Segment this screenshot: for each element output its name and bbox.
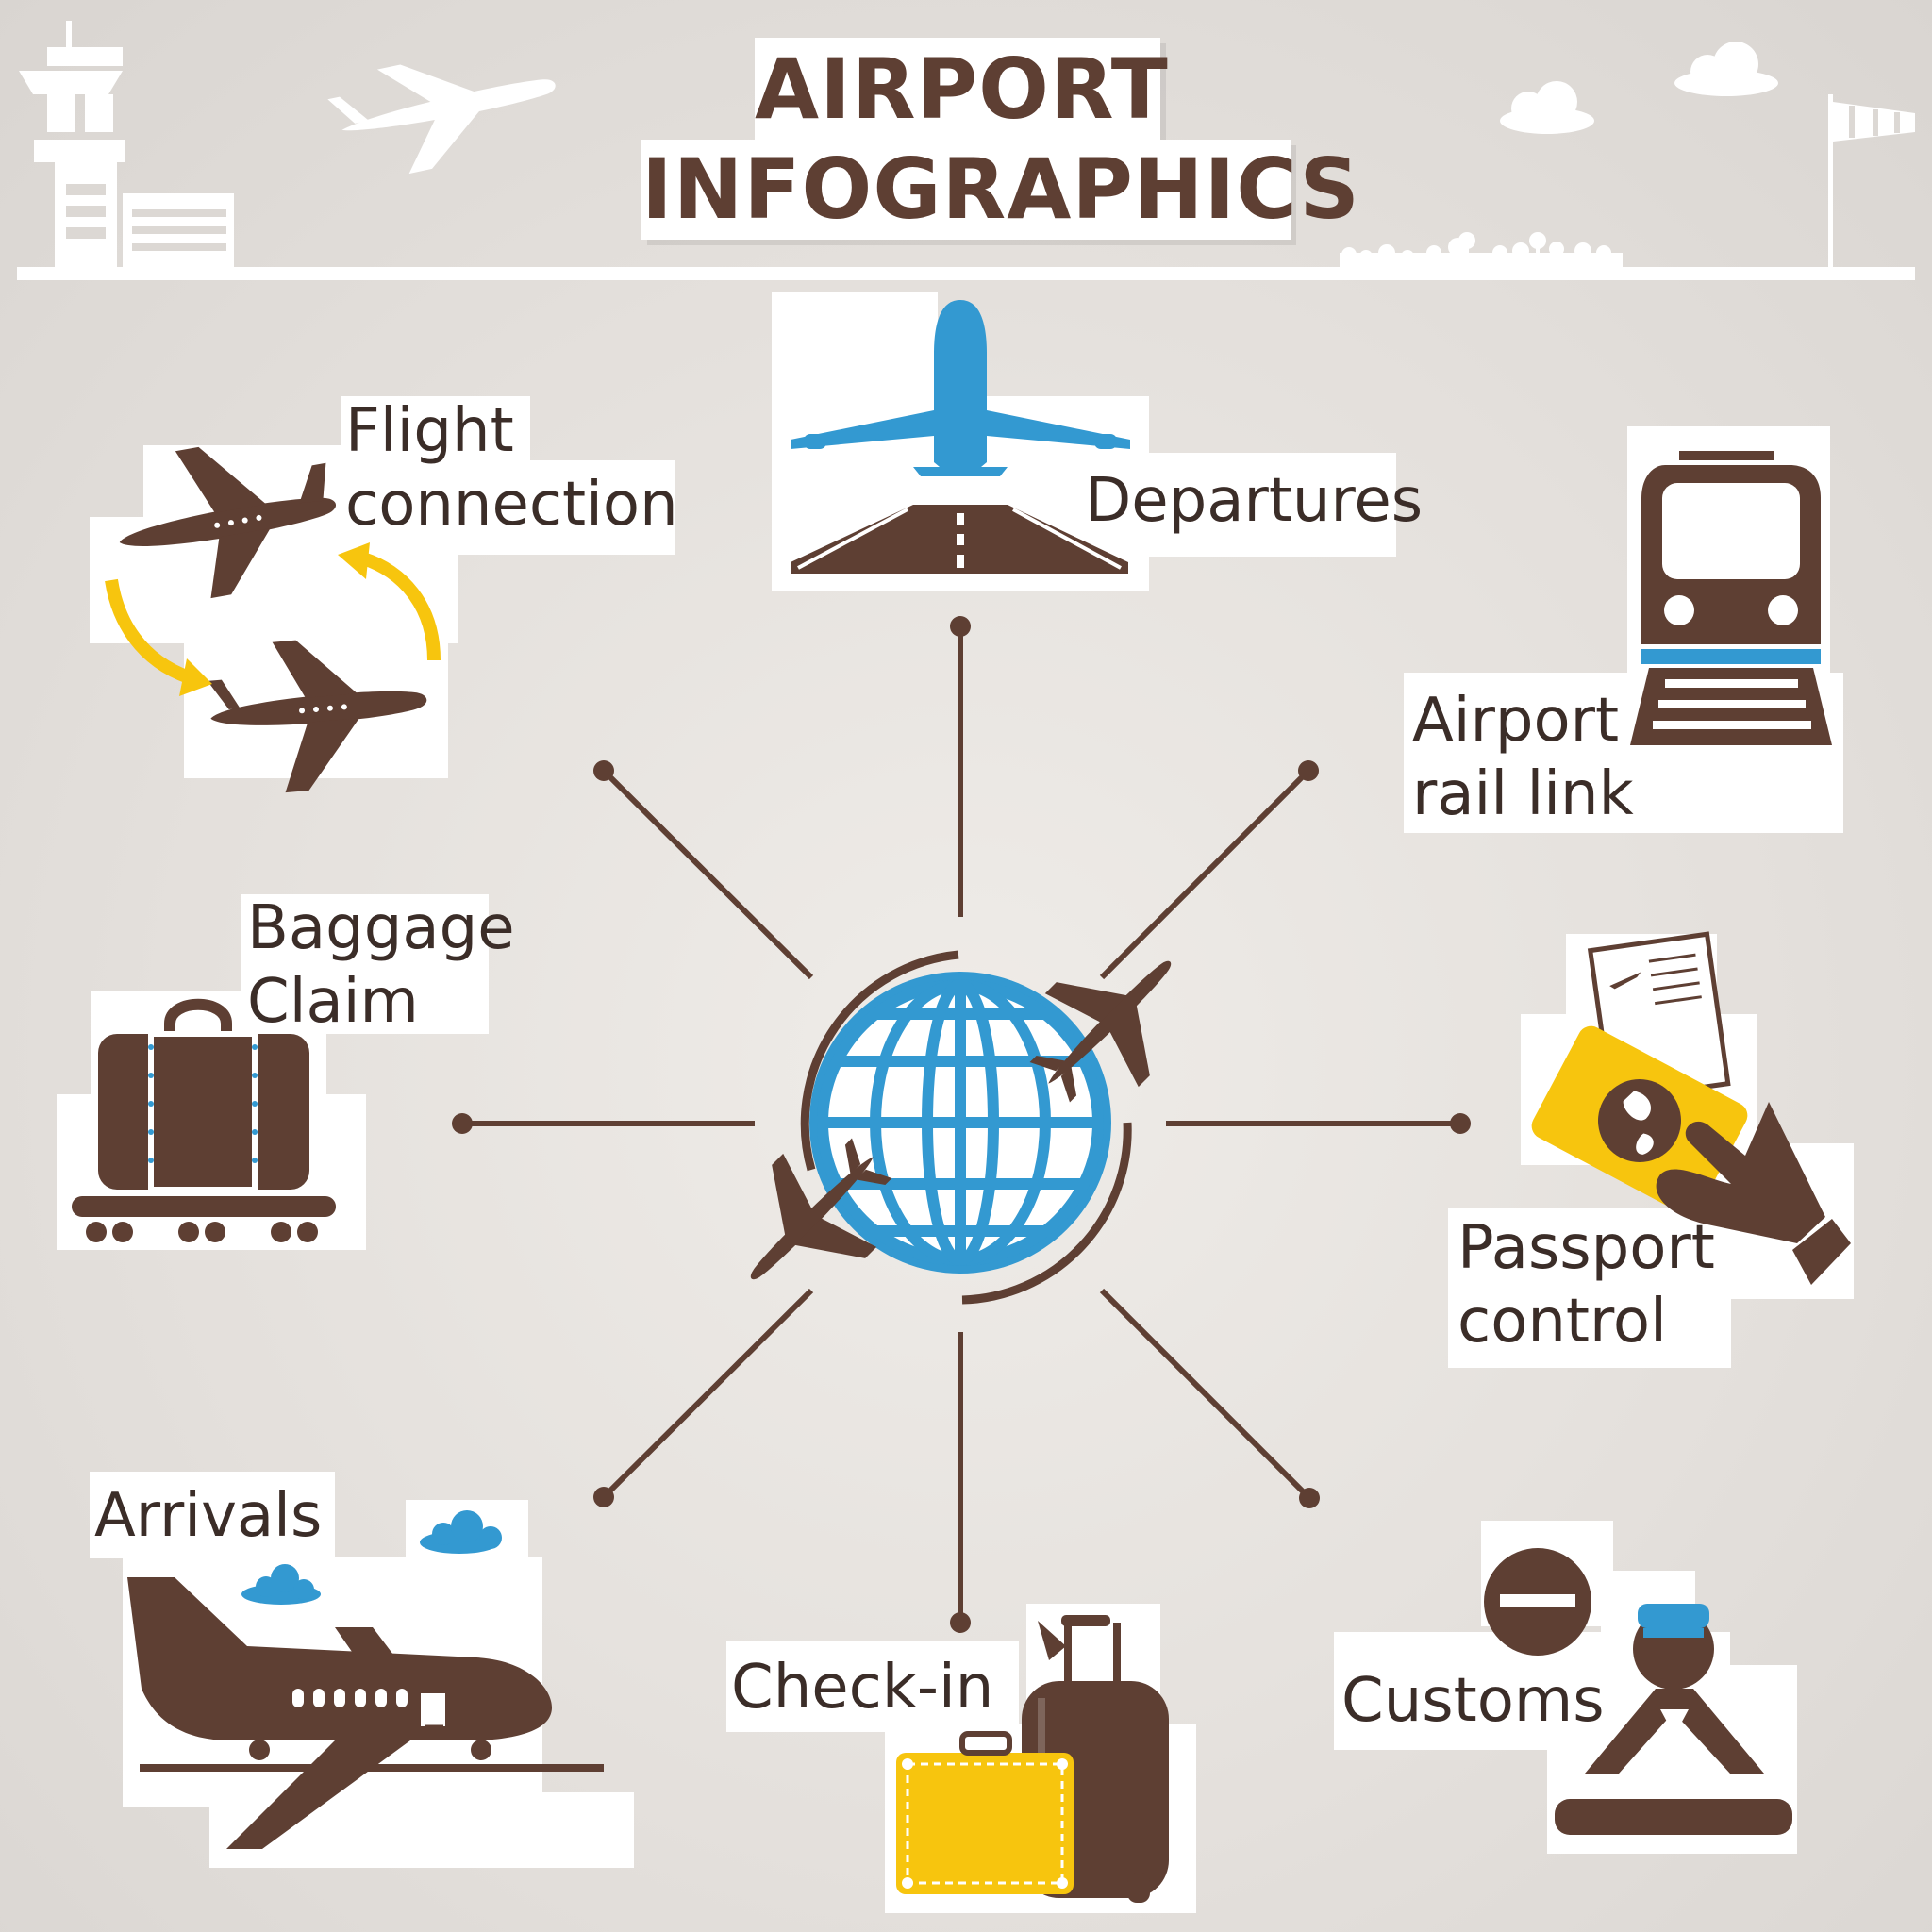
label-checkin-line-1: Check-in <box>731 1653 994 1723</box>
label-flight-connection: Flight connection <box>345 394 678 541</box>
label-customs-line-1: Customs <box>1341 1666 1605 1736</box>
trees-decoration <box>1340 232 1623 268</box>
arriving-plane-icon <box>127 1510 604 1849</box>
label-rail-line-1: Airport <box>1412 686 1620 756</box>
label-connection-line-1: Flight <box>345 396 514 466</box>
label-customs: Customs <box>1341 1664 1605 1738</box>
label-check-in: Check-in <box>731 1651 993 1724</box>
passport-hand-icon <box>1531 931 1851 1285</box>
label-connection-line-2: connection <box>345 470 678 540</box>
title-line-1: AIRPORT <box>755 38 1168 142</box>
connector-lines <box>452 616 1471 1633</box>
label-baggage-line-1: Baggage <box>247 893 515 963</box>
title-line-2: INFOGRAPHICS <box>641 140 1360 240</box>
cloud-icon <box>1500 81 1594 134</box>
customs-officer-icon <box>1484 1548 1792 1835</box>
label-baggage-claim: Baggage Claim <box>247 891 515 1039</box>
label-departures-line-1: Departures <box>1085 466 1424 536</box>
label-departures: Departures <box>1085 464 1423 538</box>
baggage-carousel-icon <box>72 998 336 1242</box>
label-arrivals-line-1: Arrivals <box>94 1481 323 1551</box>
label-rail-line-2: rail link <box>1412 759 1634 829</box>
windsock-icon <box>1828 94 1915 269</box>
cloud-icon <box>1674 42 1778 96</box>
control-tower-icon <box>19 21 234 269</box>
label-passport-control: Passport control <box>1457 1211 1715 1358</box>
departing-plane-runway-icon <box>791 300 1130 574</box>
luggage-icon <box>896 1615 1169 1903</box>
label-arrivals: Arrivals <box>94 1479 322 1553</box>
sky-airplane-icon <box>327 64 556 175</box>
label-passport-line-1: Passport <box>1457 1213 1715 1283</box>
label-baggage-line-2: Claim <box>247 967 419 1037</box>
skyline-ground <box>17 267 1915 280</box>
globe-with-planes-icon <box>750 950 1172 1305</box>
label-airport-rail-link: Airport rail link <box>1412 684 1634 831</box>
train-icon <box>1630 451 1832 745</box>
connecting-planes-icon <box>105 446 441 793</box>
label-passport-line-2: control <box>1457 1287 1667 1357</box>
